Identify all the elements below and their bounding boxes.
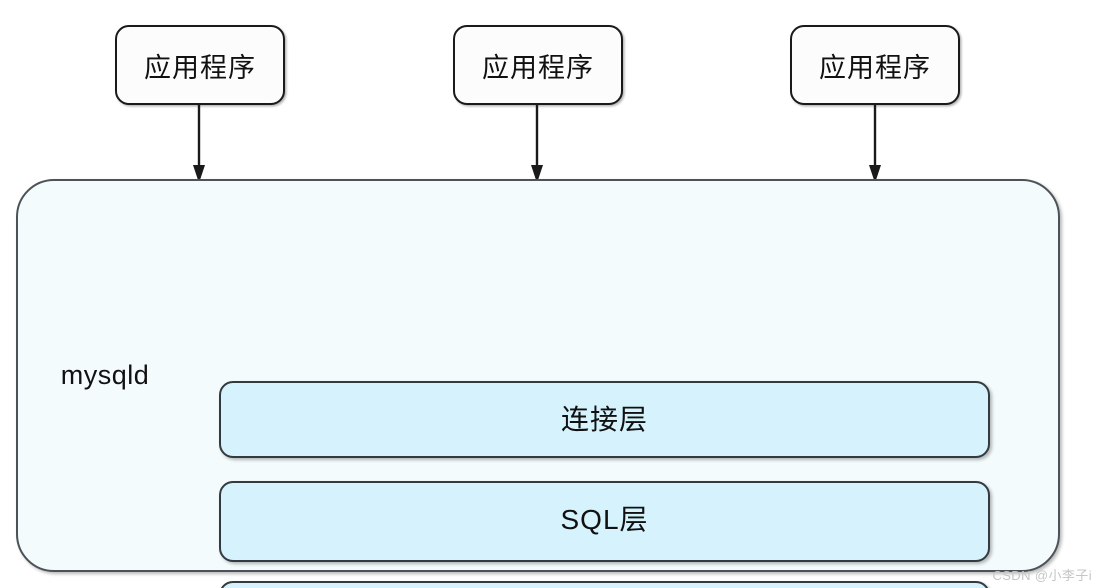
arrow-app3-to-mysqld-icon: [869, 105, 881, 183]
layer-connection: 连接层: [219, 381, 990, 458]
layer-connection-label: 连接层: [560, 404, 648, 435]
mysqld-label: mysqld: [60, 360, 150, 390]
layer-sql-label: SQL层: [560, 504, 649, 535]
arrow-app2-to-mysqld-icon: [531, 105, 543, 183]
layer-storage-engine: 存储引擎层 磁盘 内存 网络: [219, 581, 990, 588]
app-box-2: 应用程序: [453, 25, 623, 105]
arrow-app1-to-mysqld-icon: [193, 105, 205, 183]
watermark: CSDN @小李子i: [992, 568, 1092, 583]
app-box-3-label: 应用程序: [819, 52, 931, 83]
mysqld-container: 连接层 SQL层 存储引擎层 磁盘 内存 网络: [16, 179, 1060, 588]
app-box-2-label: 应用程序: [482, 52, 594, 83]
app-box-1-label: 应用程序: [144, 52, 256, 83]
app-box-1: 应用程序: [115, 25, 285, 105]
app-box-3: 应用程序: [790, 25, 960, 105]
layer-sql: SQL层: [219, 481, 990, 562]
